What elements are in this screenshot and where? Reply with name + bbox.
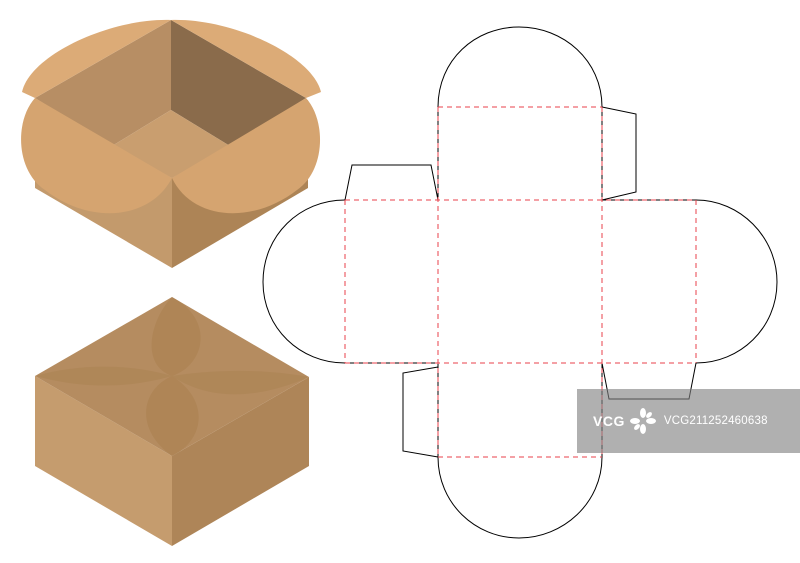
closed-box-lid-petal-back: [151, 297, 201, 376]
open-box-front-right-flap: [172, 98, 321, 214]
watermark-logo: VCG: [593, 408, 656, 434]
flower-icon: [629, 408, 656, 434]
open-box: [21, 19, 321, 268]
open-box-back-left-flap: [22, 19, 171, 98]
closed-box-lid-petal-left: [35, 366, 172, 386]
dieline-cut-lines: [262, 26, 778, 539]
closed-box-lid-petal-right: [172, 370, 309, 395]
closed-box-left-side: [35, 376, 172, 546]
closed-box: [35, 297, 309, 546]
closed-box-right-side: [172, 377, 309, 546]
watermark-id: VCG211252460638: [663, 415, 768, 427]
closed-box-lid-petal-front: [146, 376, 199, 456]
open-box-inner-left-wall: [35, 20, 171, 146]
open-box-inner-right-wall: [171, 20, 306, 146]
watermark: VCG VCG211252460638: [577, 389, 800, 453]
watermark-brand: VCG: [593, 413, 625, 429]
open-box-back-right-flap: [171, 19, 321, 98]
dieline-template: [262, 26, 778, 539]
open-box-front-left-flap: [21, 98, 172, 214]
